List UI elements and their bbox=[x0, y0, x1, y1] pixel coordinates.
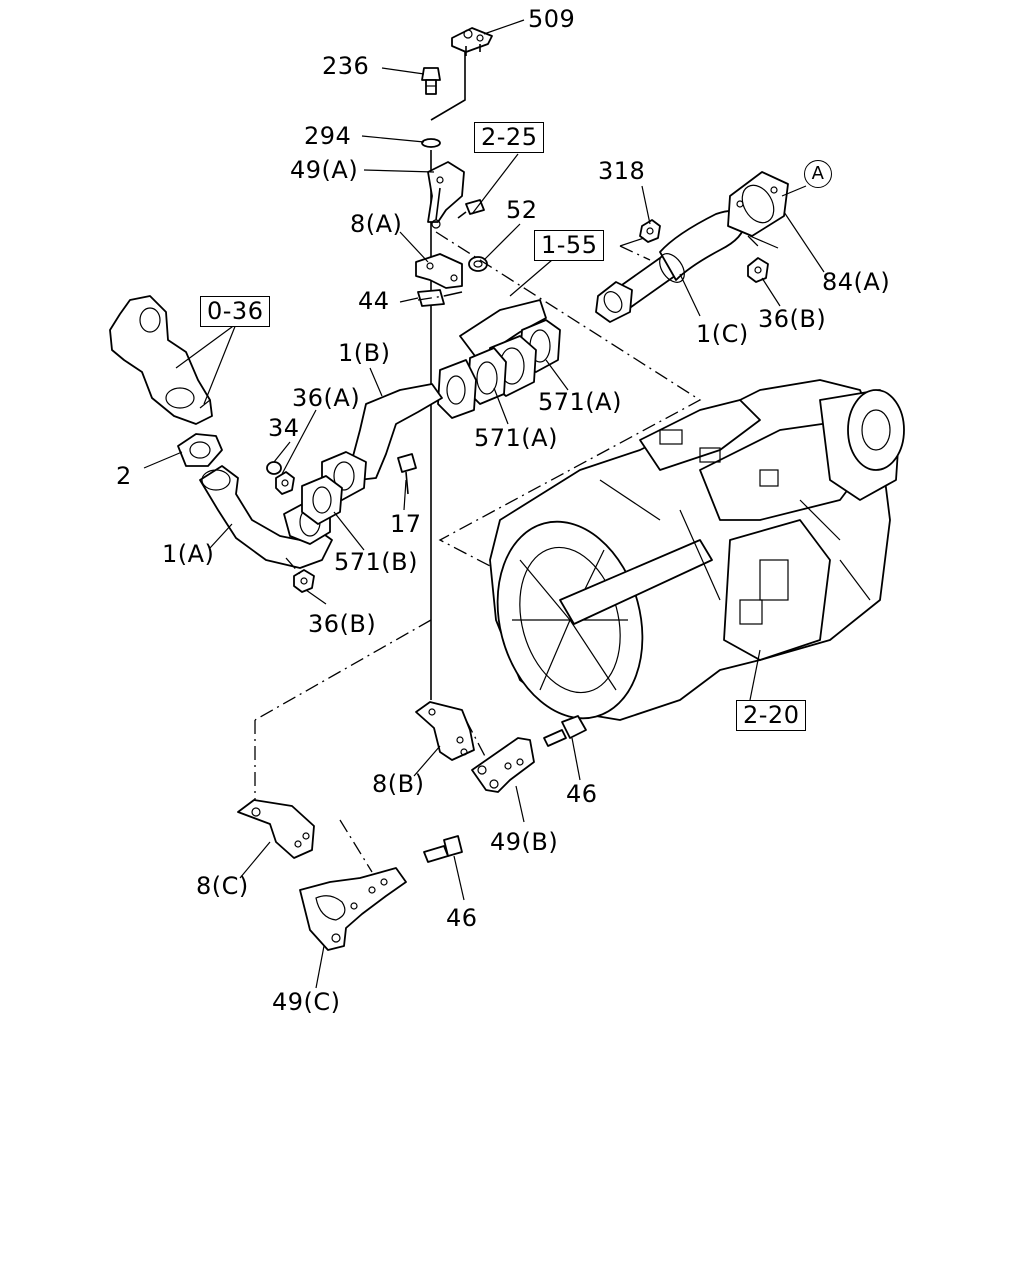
part-manifold-0-36 bbox=[109, 295, 213, 425]
part-36b-nut-bottom bbox=[293, 569, 315, 593]
callout-49a: 49(A) bbox=[290, 156, 359, 184]
callout-leaders bbox=[143, 19, 825, 989]
callout-36b-bottom: 36(B) bbox=[308, 610, 377, 638]
part-509-bracket bbox=[451, 27, 493, 56]
callout-2: 2 bbox=[116, 462, 132, 490]
callout-84a: 84(A) bbox=[822, 268, 891, 296]
part-2-gasket bbox=[177, 433, 223, 467]
callout-36a: 36(A) bbox=[292, 384, 361, 412]
callout-8c: 8(C) bbox=[196, 872, 249, 900]
callout-44: 44 bbox=[358, 287, 390, 315]
callout-571a-upper: 571(A) bbox=[538, 388, 622, 416]
part-46-bolt-lower bbox=[423, 835, 463, 863]
part-8c-bracket bbox=[237, 799, 315, 859]
callout-1b: 1(B) bbox=[338, 339, 391, 367]
part-36b-nut-top bbox=[747, 257, 769, 283]
part-8b-bracket bbox=[415, 701, 475, 761]
callout-1c: 1(C) bbox=[696, 320, 749, 348]
part-49c-bracket bbox=[299, 867, 407, 951]
assembly-leader-lines bbox=[285, 231, 761, 873]
callout-36b-top: 36(B) bbox=[758, 305, 827, 333]
part-1c-pipe bbox=[595, 207, 749, 323]
part-84a-gasket bbox=[727, 171, 789, 237]
callout-52: 52 bbox=[506, 196, 538, 224]
callout-34: 34 bbox=[268, 414, 300, 442]
reference-box-0-36[interactable]: 0-36 bbox=[200, 296, 271, 327]
callout-8a: 8(A) bbox=[350, 210, 403, 238]
part-46-bolt-upper bbox=[543, 715, 587, 747]
part-294-washer bbox=[421, 138, 441, 148]
part-44-bolt bbox=[417, 289, 463, 307]
part-236-bolt bbox=[421, 67, 441, 95]
part-34-washer bbox=[266, 461, 282, 475]
reference-box-1-55[interactable]: 1-55 bbox=[534, 230, 605, 261]
callout-49c: 49(C) bbox=[272, 988, 341, 1016]
callout-17: 17 bbox=[390, 510, 422, 538]
reference-box-2-20[interactable]: 2-20 bbox=[736, 700, 807, 731]
part-8a-bracket bbox=[415, 253, 463, 289]
transmission-assembly bbox=[489, 379, 905, 721]
callout-318: 318 bbox=[598, 157, 646, 185]
callout-1a: 1(A) bbox=[162, 540, 215, 568]
part-318-nut bbox=[639, 219, 661, 243]
reference-marker-a[interactable]: A bbox=[804, 160, 832, 188]
part-17-bolt bbox=[397, 453, 417, 495]
callout-8b: 8(B) bbox=[372, 770, 425, 798]
part-1b-pipe bbox=[321, 383, 443, 501]
part-571b-gasket bbox=[301, 475, 343, 525]
callout-571b: 571(B) bbox=[334, 548, 418, 576]
part-36a-nut bbox=[275, 471, 295, 495]
part-571a-flanges bbox=[437, 299, 561, 419]
part-49a-bracket bbox=[427, 161, 465, 229]
callout-236: 236 bbox=[322, 52, 370, 80]
callout-571a-lower: 571(A) bbox=[474, 424, 558, 452]
callout-49b: 49(B) bbox=[490, 828, 559, 856]
reference-box-2-25[interactable]: 2-25 bbox=[474, 122, 545, 153]
part-49b-bracket bbox=[471, 737, 535, 793]
callout-46-lower: 46 bbox=[446, 904, 478, 932]
callout-294: 294 bbox=[304, 122, 352, 150]
vertical-mount-line bbox=[254, 45, 466, 810]
callout-509: 509 bbox=[528, 5, 576, 33]
callout-46-upper: 46 bbox=[566, 780, 598, 808]
